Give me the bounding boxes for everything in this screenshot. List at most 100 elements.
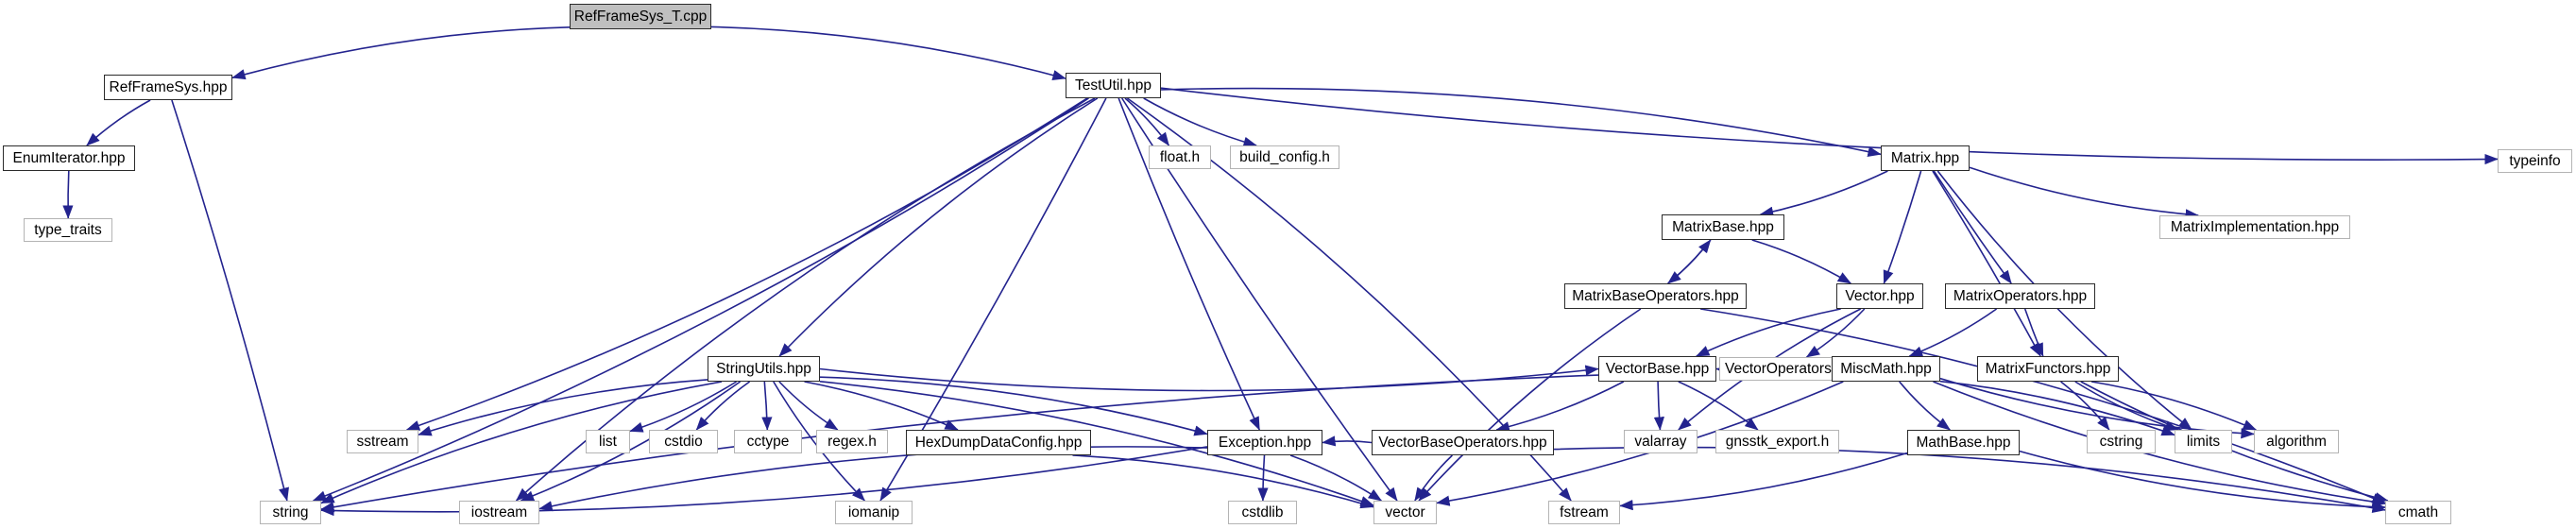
graph-edge [1699, 308, 2386, 504]
graph-node-list[interactable]: list [586, 430, 630, 453]
graph-node-valarray[interactable]: valarray [1624, 430, 1697, 453]
graph-node-typeinfo[interactable]: typeinfo [2498, 149, 2572, 173]
graph-edge [231, 26, 571, 80]
graph-edge [804, 381, 959, 431]
graph-edge [1160, 87, 2499, 165]
graph-node-limits[interactable]: limits [2175, 430, 2232, 453]
graph-node-refframesys-hpp[interactable]: RefFrameSys.hpp [104, 75, 232, 100]
graph-node-gnsstk-export-h[interactable]: gnsstk_export.h [1715, 430, 1839, 453]
graph-node-cctype[interactable]: cctype [734, 430, 802, 453]
graph-node-enumiterator-hpp[interactable]: EnumIterator.hpp [3, 145, 135, 171]
graph-edge [1257, 454, 1269, 502]
graph-node-testutil-hpp[interactable]: TestUtil.hpp [1066, 73, 1161, 98]
graph-node-sstream[interactable]: sstream [347, 430, 418, 453]
graph-node-cstdio[interactable]: cstdio [649, 430, 718, 453]
graph-node-cmath[interactable]: cmath [2385, 501, 2451, 524]
graph-node-matrixbaseoperators-hpp[interactable]: MatrixBaseOperators.hpp [1564, 283, 1747, 309]
graph-node-vector[interactable]: vector [1373, 501, 1437, 524]
graph-node-vectorbaseoperators-hpp[interactable]: VectorBaseOperators.hpp [1372, 430, 1554, 455]
graph-node-miscmath-hpp[interactable]: MiscMath.hpp [1832, 356, 1940, 382]
graph-edge [1667, 239, 1712, 284]
graph-node-stringutils-hpp[interactable]: StringUtils.hpp [708, 356, 820, 382]
graph-node-vectorbase-hpp[interactable]: VectorBase.hpp [1598, 356, 1716, 382]
graph-node-label: VectorBase.hpp [1605, 360, 1710, 377]
graph-node-float-h[interactable]: float.h [1149, 145, 1211, 169]
graph-edge [1160, 87, 1882, 157]
graph-node-label: list [599, 433, 617, 450]
graph-node-regex-h[interactable]: regex.h [816, 430, 888, 453]
graph-node-label: MatrixFunctors.hpp [1985, 360, 2111, 377]
graph-edge [1933, 170, 2012, 284]
graph-node-label: VectorOperators.hpp [1724, 360, 1861, 377]
graph-node-hexdumpdataconfig-hpp[interactable]: HexDumpDataConfig.hpp [906, 430, 1091, 455]
graph-node-algorithm[interactable]: algorithm [2254, 430, 2339, 453]
graph-node-label: RefFrameSys_T.cpp [573, 8, 708, 25]
graph-node-label: algorithm [2266, 433, 2327, 450]
graph-edge [86, 99, 151, 146]
graph-edge [1908, 308, 1998, 357]
graph-node-label: MatrixOperators.hpp [1953, 287, 2088, 304]
graph-edge [62, 170, 74, 219]
graph-node-label: TestUtil.hpp [1075, 77, 1152, 94]
graph-edge [1322, 435, 1373, 447]
graph-node-label: MatrixBaseOperators.hpp [1572, 287, 1739, 304]
graph-edge [1418, 308, 1642, 502]
graph-node-label: valarray [1634, 433, 1687, 450]
graph-edge [1805, 308, 1866, 358]
graph-node-build-config-h[interactable]: build_config.h [1230, 145, 1339, 169]
graph-node-label: Exception.hpp [1218, 434, 1312, 451]
graph-edge [1678, 381, 1759, 431]
graph-node-label: cctype [746, 433, 790, 450]
graph-edge [2074, 381, 2179, 432]
graph-node-label: cstring [2099, 433, 2143, 450]
graph-edge [1653, 381, 1664, 431]
graph-edge [1143, 97, 1257, 147]
graph-edge [320, 446, 1208, 517]
graph-node-label: RefFrameSys.hpp [109, 78, 228, 95]
graph-node-exception-hpp[interactable]: Exception.hpp [1207, 430, 1322, 455]
graph-node-label: StringUtils.hpp [716, 360, 811, 377]
graph-edge [1933, 381, 2386, 507]
graph-node-matrix-hpp[interactable]: Matrix.hpp [1881, 145, 1970, 171]
graph-node-label: regex.h [827, 433, 877, 450]
graph-edge [778, 381, 839, 431]
graph-node-label: MatrixImplementation.hpp [2170, 218, 2340, 235]
graph-edge [1932, 170, 2041, 357]
graph-node-mathbase-hpp[interactable]: MathBase.hpp [1907, 430, 2020, 455]
graph-edge [1899, 381, 1951, 431]
graph-node-iostream[interactable]: iostream [459, 501, 539, 524]
graph-edge [1969, 166, 2199, 220]
graph-edge [312, 97, 1089, 502]
graph-edge [1124, 97, 1170, 146]
graph-edge [2090, 381, 2258, 431]
graph-node-label: HexDumpDataConfig.hpp [914, 434, 1083, 451]
graph-node-type-traits[interactable]: type_traits [24, 218, 112, 242]
graph-node-label: iostream [470, 503, 528, 520]
graph-node-matrixfunctors-hpp[interactable]: MatrixFunctors.hpp [1977, 356, 2119, 382]
graph-node-label: fstream [1560, 503, 1609, 520]
graph-edge [1117, 97, 1261, 431]
graph-node-label: MiscMath.hpp [1840, 360, 1932, 377]
graph-node-refframesys-t-cpp[interactable]: RefFrameSys_T.cpp [570, 4, 711, 29]
graph-edge [2060, 381, 2110, 431]
graph-edge [1939, 380, 2175, 436]
graph-edge [761, 381, 773, 431]
graph-node-matrixoperators-hpp[interactable]: MatrixOperators.hpp [1945, 283, 2095, 309]
graph-node-cstdlib[interactable]: cstdlib [1228, 501, 1297, 524]
graph-node-iomanip[interactable]: iomanip [835, 501, 913, 524]
graph-node-label: gnsstk_export.h [1725, 433, 1830, 450]
graph-node-matrixbase-hpp[interactable]: MatrixBase.hpp [1662, 214, 1784, 240]
graph-edge [819, 365, 1599, 392]
graph-edge [778, 97, 1099, 357]
graph-edge [538, 446, 1208, 512]
graph-edge [1696, 308, 1841, 357]
graph-node-matriximplementation-hpp[interactable]: MatrixImplementation.hpp [2159, 215, 2350, 239]
graph-edge [171, 99, 289, 502]
graph-node-string[interactable]: string [260, 501, 321, 524]
graph-node-vector-hpp[interactable]: Vector.hpp [1836, 283, 1923, 309]
graph-edge [1751, 239, 1851, 284]
graph-node-cstring[interactable]: cstring [2087, 430, 2156, 453]
graph-node-fstream[interactable]: fstream [1548, 501, 1620, 524]
graph-edge [1414, 454, 1453, 502]
graph-node-label: float.h [1159, 148, 1201, 165]
